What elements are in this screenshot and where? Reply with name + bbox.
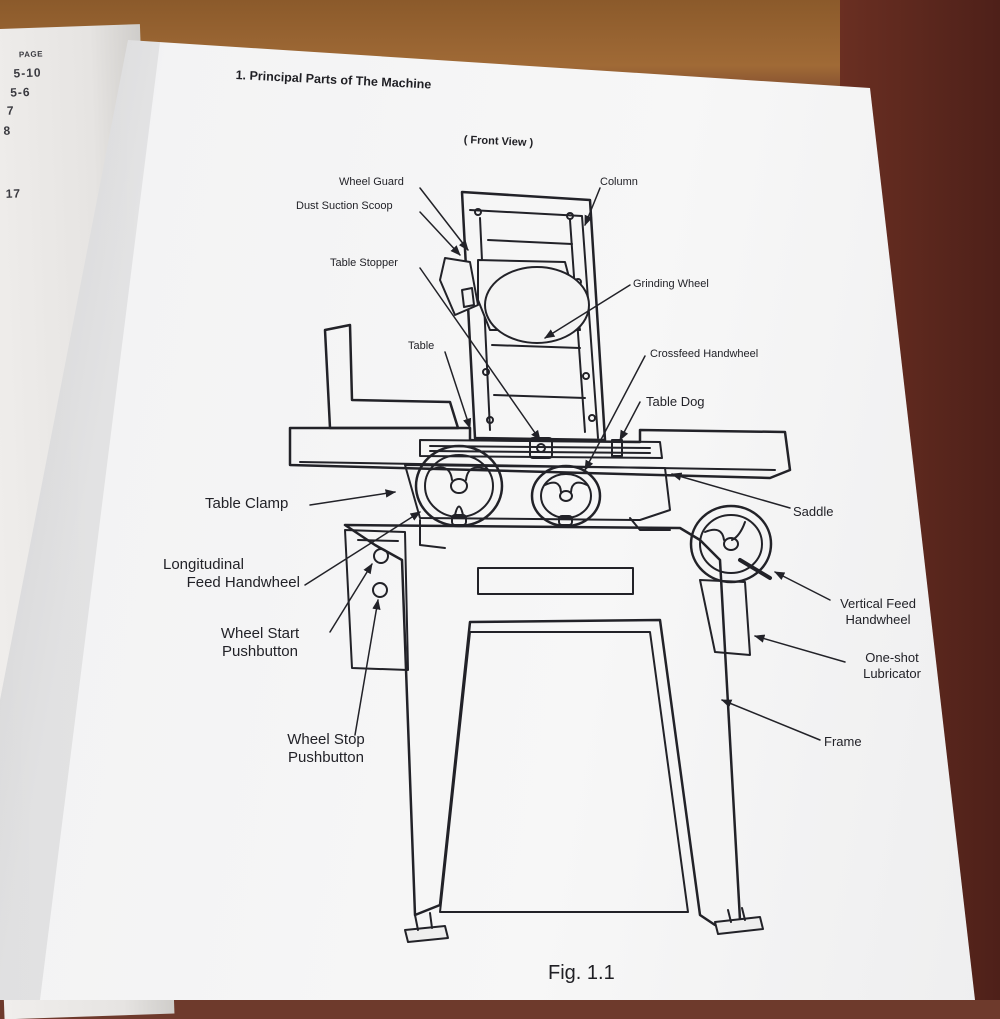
label-dust-suction-scoop: Dust Suction Scoop bbox=[296, 200, 393, 212]
figure-caption: Fig. 1.1 bbox=[548, 962, 615, 984]
label-vertical-line1: Vertical Feed bbox=[840, 596, 916, 611]
lubricator-shape bbox=[699, 579, 751, 656]
label-lubricator-line2: Lubricator bbox=[863, 665, 921, 681]
label-wheel-stop-line2: Pushbutton bbox=[288, 749, 364, 766]
handwheel-longitudinal bbox=[414, 444, 504, 528]
grinding-wheel-shape bbox=[484, 266, 590, 344]
label-crossfeed-handwheel: Crossfeed Handwheel bbox=[650, 348, 759, 360]
electrical-panel bbox=[344, 529, 409, 671]
wheel-start-pushbutton bbox=[373, 548, 389, 564]
label-table-dog: Table Dog bbox=[646, 394, 705, 409]
label-one-shot-lubricator: One-shot Lubricator bbox=[842, 650, 942, 681]
label-lubricator-line1: One-shot bbox=[865, 650, 919, 665]
label-column: Column bbox=[600, 176, 638, 188]
label-table-clamp: Table Clamp bbox=[205, 495, 289, 512]
label-vertical-feed-handwheel: Vertical Feed Handwheel bbox=[828, 596, 928, 627]
handwheel-crossfeed bbox=[530, 464, 602, 528]
handwheel-vertical bbox=[689, 504, 773, 656]
label-wheel-guard: Wheel Guard bbox=[339, 176, 404, 188]
label-wheel-stop-line1: Wheel Stop bbox=[287, 731, 365, 748]
saddle-body bbox=[404, 464, 671, 549]
label-wheel-start-pushbutton: Wheel Start Pushbutton bbox=[205, 625, 315, 661]
wheel-head bbox=[439, 257, 590, 344]
label-longitudinal-feed-handwheel: Longitudinal Feed Handwheel bbox=[155, 556, 300, 592]
label-grinding-wheel: Grinding Wheel bbox=[633, 278, 709, 290]
leader-lines bbox=[304, 187, 846, 741]
wheel-guard-shape bbox=[439, 257, 479, 316]
label-wheel-start-line1: Wheel Start bbox=[220, 625, 300, 642]
frame-base bbox=[343, 523, 764, 943]
label-table: Table bbox=[408, 340, 435, 352]
label-wheel-stop-pushbutton: Wheel Stop Pushbutton bbox=[270, 731, 382, 767]
wheel-stop-pushbutton bbox=[372, 582, 388, 598]
label-longitudinal-line1: Longitudinal bbox=[163, 556, 244, 573]
label-saddle: Saddle bbox=[793, 504, 834, 519]
table-stopper-block bbox=[529, 437, 623, 459]
label-table-stopper: Table Stopper bbox=[330, 257, 398, 269]
label-vertical-line2: Handwheel bbox=[845, 611, 911, 627]
label-frame: Frame bbox=[824, 734, 862, 749]
label-longitudinal-line2: Feed Handwheel bbox=[186, 574, 300, 591]
label-wheel-start-line2: Pushbutton bbox=[222, 643, 298, 660]
